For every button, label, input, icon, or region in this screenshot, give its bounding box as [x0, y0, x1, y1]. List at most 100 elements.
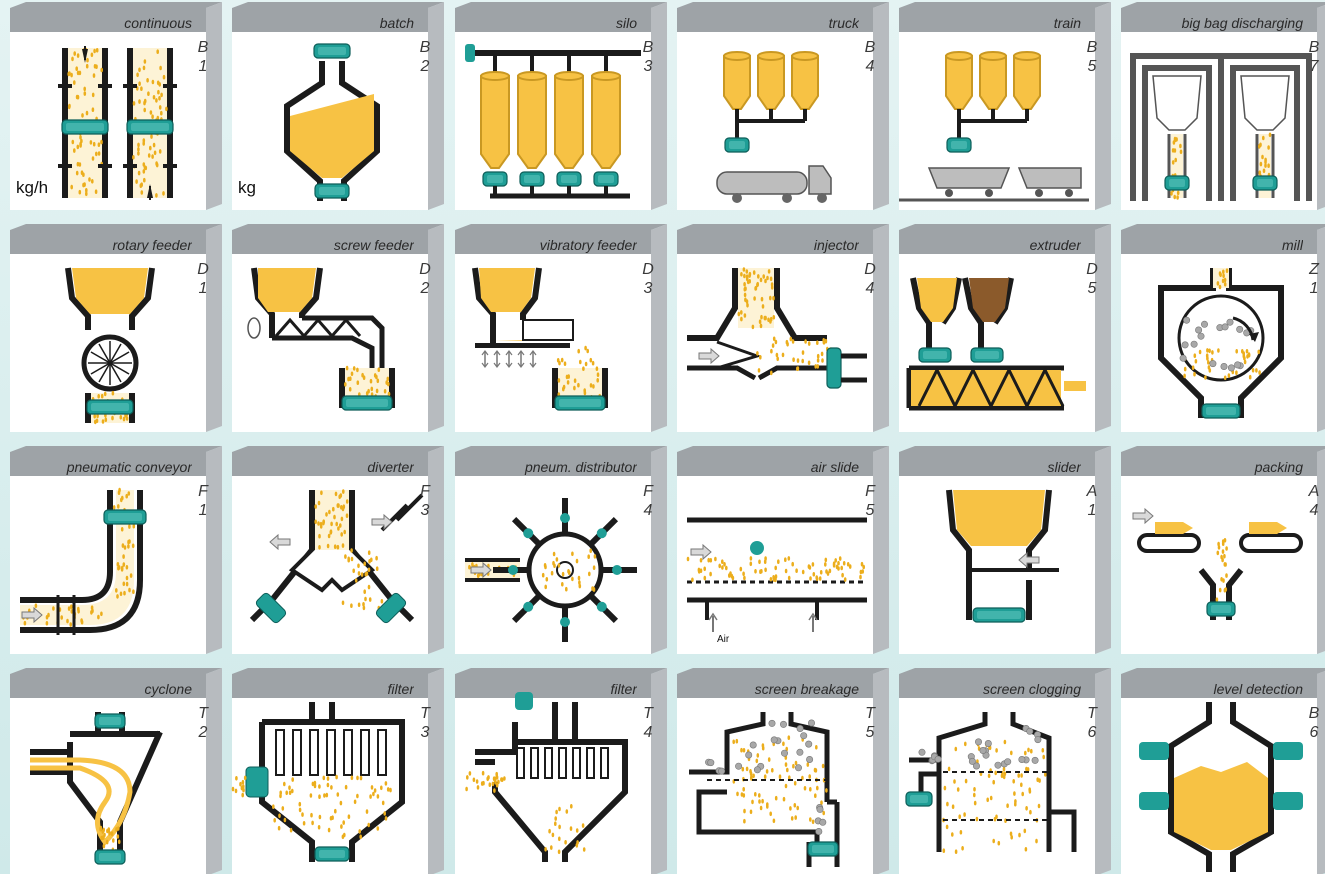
tile-code-char: B — [1083, 38, 1101, 57]
tile-title: silo — [469, 15, 637, 31]
tile-code-char: 5 — [861, 501, 879, 520]
tile-code-char: 4 — [861, 279, 879, 298]
injector-icon — [677, 230, 877, 430]
tile-code-char: D — [416, 260, 434, 279]
tile-code-char: B — [1305, 38, 1323, 57]
tile-code-char: 3 — [639, 279, 657, 298]
tile-title: mill — [1135, 237, 1303, 253]
screen-clogging-icon — [899, 674, 1099, 874]
tile-screw-feeder: screw feederD2 — [232, 230, 432, 430]
tile-big-bag: big bag dischargingB7 — [1121, 8, 1321, 208]
tile-title: continuous — [24, 15, 192, 31]
tile-train-loading: trainB5 — [899, 8, 1099, 208]
tile-title: pneum. distributor — [469, 459, 637, 475]
tile-code: T2 — [194, 704, 212, 742]
tile-code-char: 5 — [861, 723, 879, 742]
tile-unit-label: kg/h — [16, 178, 48, 198]
tile-code-char: F — [416, 482, 434, 501]
extruder-icon — [899, 230, 1099, 430]
tile-silo-array: siloB3 — [455, 8, 655, 208]
vibratory-feeder-icon — [455, 230, 655, 430]
tile-code-char: F — [194, 482, 212, 501]
tile-code-char: A — [1083, 482, 1101, 501]
tile-code-char: B — [194, 38, 212, 57]
tile-title: truck — [691, 15, 859, 31]
rotary-feeder-icon — [10, 230, 210, 430]
tile-title: air slide — [691, 459, 859, 475]
tile-code-char: T — [861, 704, 879, 723]
pneumatic-conveyor-icon — [10, 452, 210, 652]
tile-title: cyclone — [24, 681, 192, 697]
tile-extruder: extruderD5 — [899, 230, 1099, 430]
tile-title: filter — [246, 681, 414, 697]
tile-code-char: 1 — [1305, 279, 1323, 298]
tile-title: screen clogging — [913, 681, 1081, 697]
cartridge-filter-icon — [455, 674, 655, 874]
tile-code-char: 3 — [416, 723, 434, 742]
batch-hopper-icon — [232, 8, 432, 208]
tile-code-char: D — [639, 260, 657, 279]
tile-code-char: 1 — [194, 57, 212, 76]
tile-slider-gate: sliderA1 — [899, 452, 1099, 652]
bag-filter-icon — [232, 674, 432, 874]
tile-code-char: 2 — [416, 279, 434, 298]
tile-title: level detection — [1135, 681, 1303, 697]
tile-unit-label: kg — [238, 178, 256, 198]
tile-title: injector — [691, 237, 859, 253]
mill-icon — [1121, 230, 1321, 430]
truck-loading-icon — [677, 8, 877, 208]
tile-code-char: T — [639, 704, 657, 723]
tile-title: diverter — [246, 459, 414, 475]
tile-title: train — [913, 15, 1081, 31]
tile-code-char: B — [416, 38, 434, 57]
air-slide-icon — [677, 452, 877, 652]
tile-cyclone: cycloneT2 — [10, 674, 210, 874]
tile-title: vibratory feeder — [469, 237, 637, 253]
tile-code-char: 4 — [861, 57, 879, 76]
tile-code-char: 4 — [1305, 501, 1323, 520]
tile-code-char: F — [861, 482, 879, 501]
tile-code-char: D — [194, 260, 212, 279]
diverter-icon — [232, 452, 432, 652]
tile-title: slider — [913, 459, 1081, 475]
tile-title: pneumatic conveyor — [24, 459, 192, 475]
tile-code: B4 — [861, 38, 879, 76]
tile-code: D4 — [861, 260, 879, 298]
tile-code-char: 1 — [1083, 501, 1101, 520]
tile-code-char: F — [639, 482, 657, 501]
screen-breakage-icon — [677, 674, 877, 874]
tile-title: extruder — [913, 237, 1081, 253]
tile-title: filter — [469, 681, 637, 697]
tile-pneumatic-distributor: pneum. distributorF4 — [455, 452, 655, 652]
tile-code: A4 — [1305, 482, 1323, 520]
tile-code-char: Z — [1305, 260, 1323, 279]
tile-title: packing — [1135, 459, 1303, 475]
packing-icon — [1121, 452, 1321, 652]
tile-code-char: 6 — [1083, 723, 1101, 742]
tile-code-char: 6 — [1305, 723, 1323, 742]
tile-code: B3 — [639, 38, 657, 76]
tile-code: D5 — [1083, 260, 1101, 298]
tile-title: big bag discharging — [1135, 15, 1303, 31]
